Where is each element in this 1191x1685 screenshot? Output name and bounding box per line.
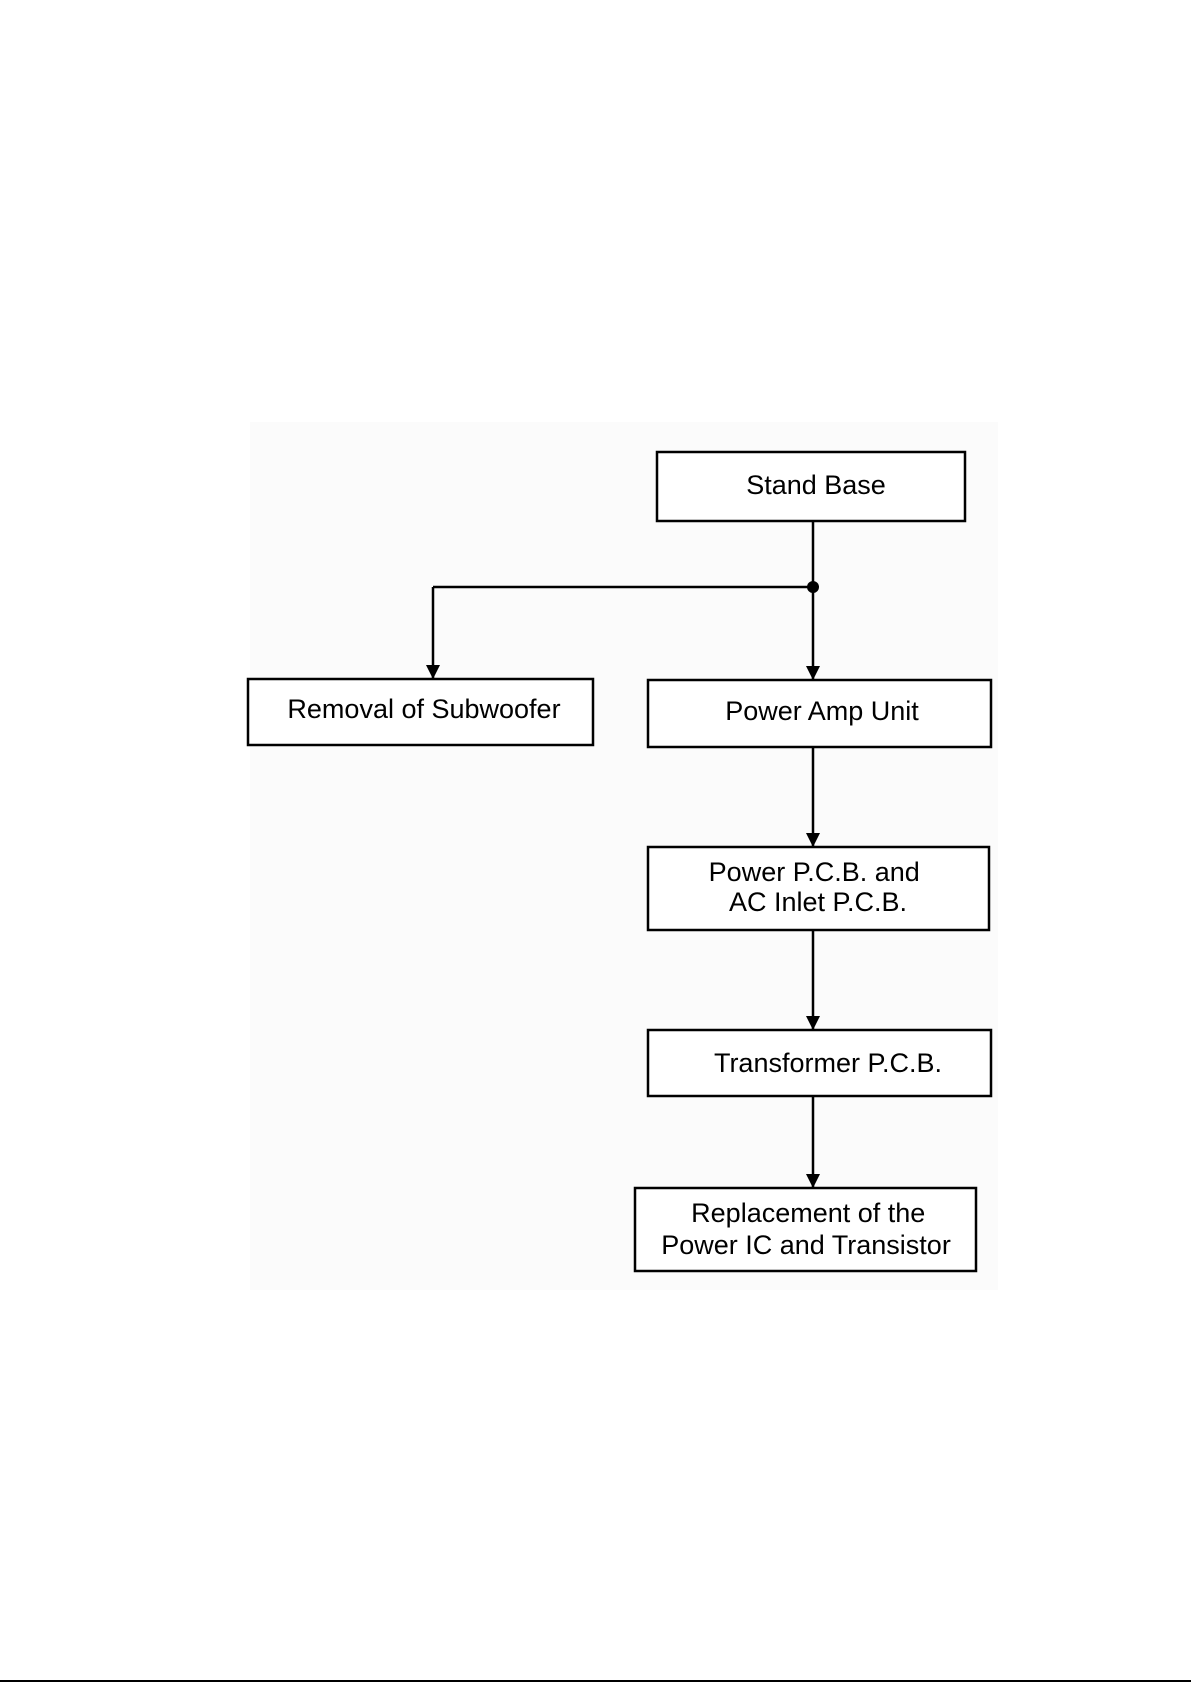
svg-text:Stand Base: Stand Base (746, 470, 886, 500)
node-power-amp-unit: Power Amp Unit (648, 680, 991, 747)
junction-dot (807, 581, 819, 593)
node-label: Transformer P.C.B. (714, 1048, 942, 1078)
svg-text:Power P.C.B. and AC Inle: Power P.C.B. and AC Inlet P.C.B. (709, 857, 928, 917)
node-label-line-2: AC Inlet P.C.B. (729, 887, 907, 917)
node-stand-base: Stand Base (657, 452, 965, 521)
node-label-line-2: Power IC and Transistor (661, 1230, 951, 1260)
svg-text:Transformer P.C.B.: Transformer P.C.B. (714, 1048, 942, 1078)
node-replacement-of-power-ic-and-transistor: Replacement of the Power IC and Transist… (635, 1188, 976, 1271)
svg-text:Removal of Subwoofer: Removal of Subwoofer (287, 694, 560, 724)
node-label: Power Amp Unit (725, 696, 919, 726)
node-transformer-pcb: Transformer P.C.B. (648, 1030, 991, 1096)
node-label: Stand Base (746, 470, 886, 500)
node-power-pcb-and-ac-inlet-pcb: Power P.C.B. and AC Inlet P.C.B. (648, 847, 989, 930)
page-bottom-rule (0, 1680, 1191, 1682)
node-label: Removal of Subwoofer (287, 694, 560, 724)
node-removal-of-subwoofer: Removal of Subwoofer (248, 679, 593, 745)
svg-text:Power Amp Unit: Power Amp Unit (725, 696, 919, 726)
node-label-line-1: Power P.C.B. and (709, 857, 920, 887)
node-label-line-1: Replacement of the (691, 1198, 925, 1228)
